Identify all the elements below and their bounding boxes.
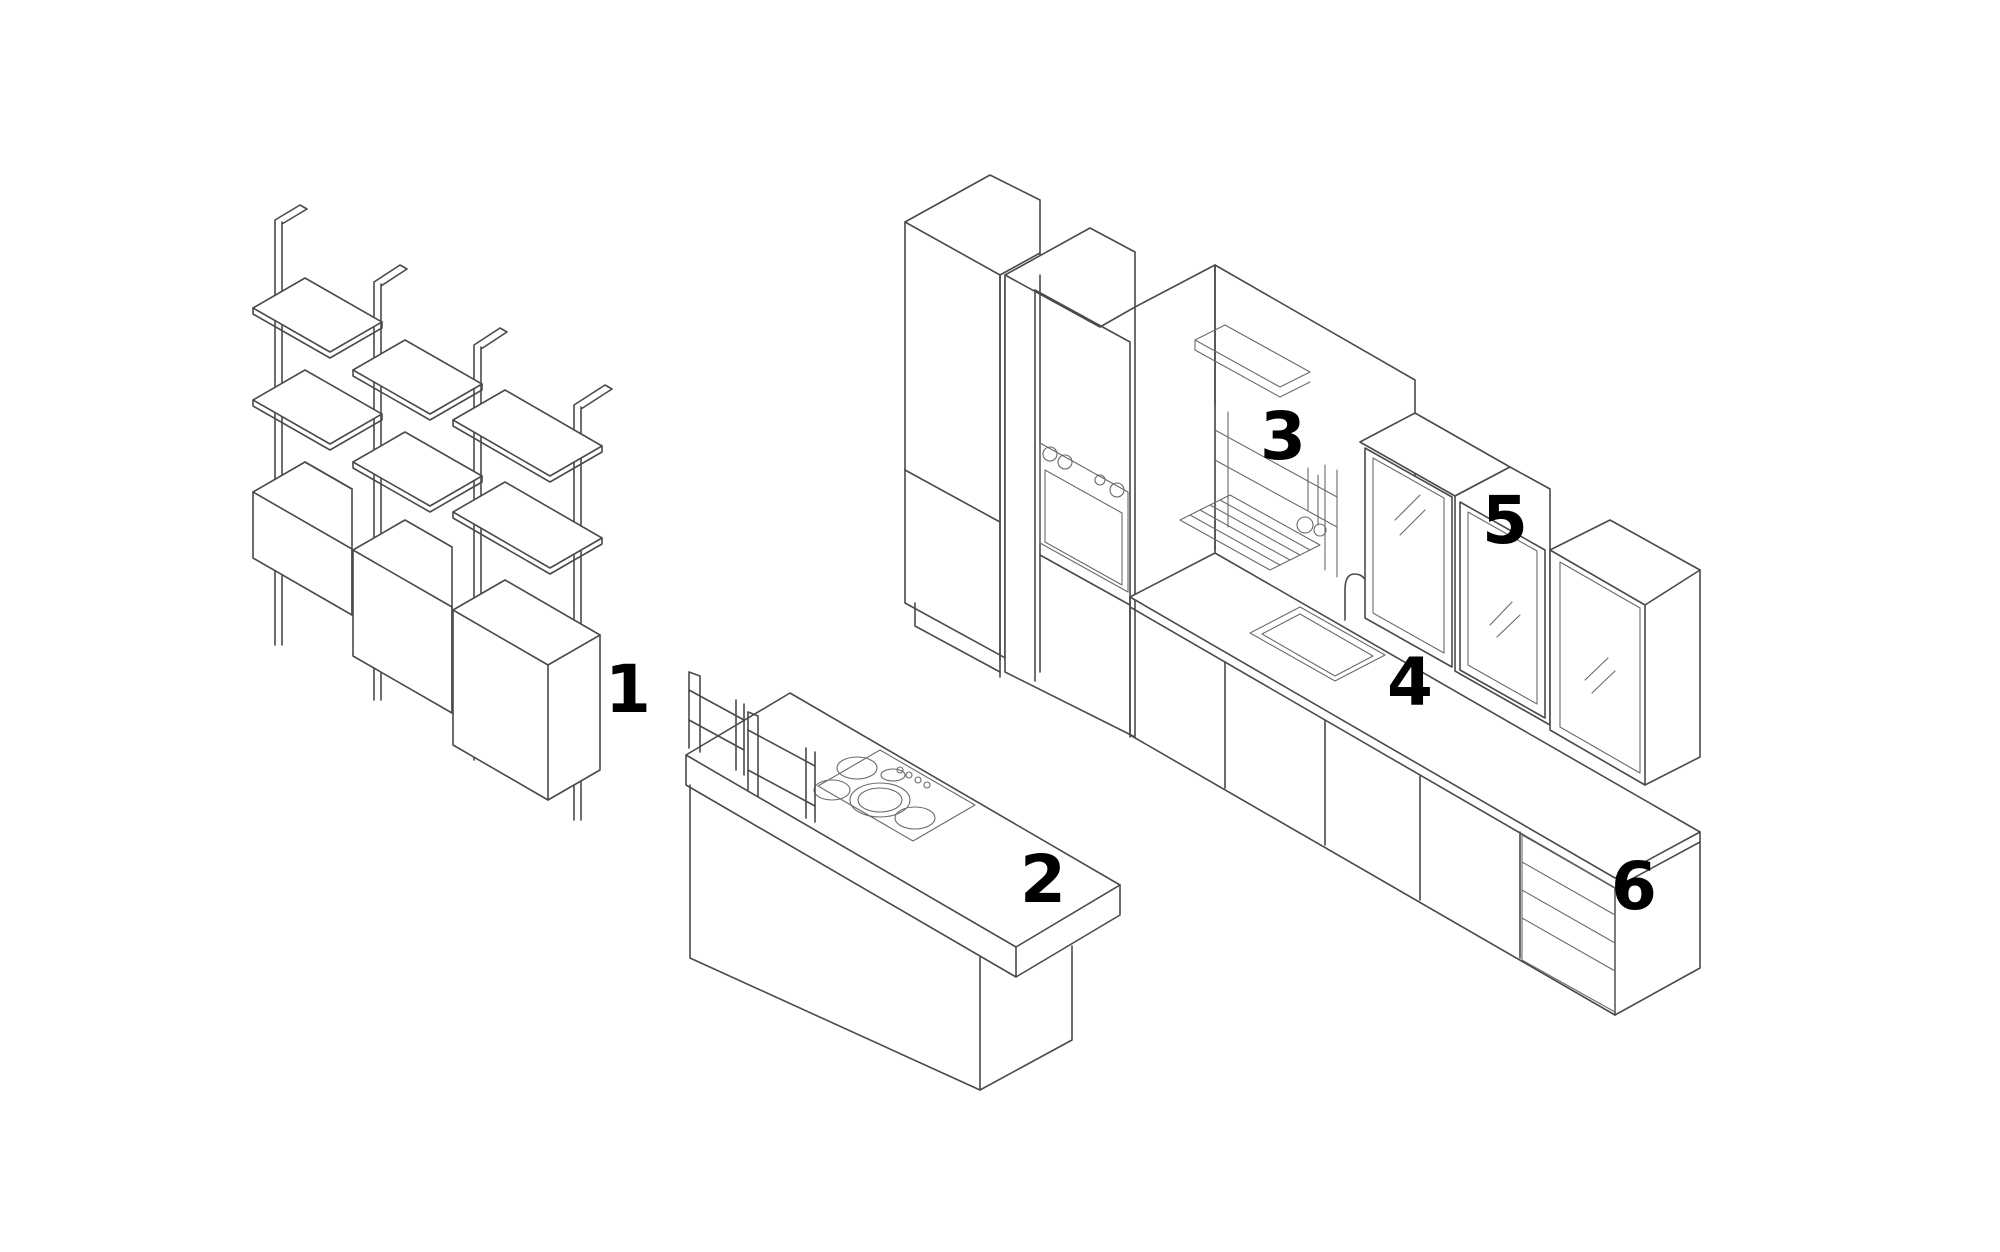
callout-number-3: 3 xyxy=(1260,398,1306,475)
callout-number-1: 1 xyxy=(605,651,651,728)
callout-number-6: 6 xyxy=(1611,848,1657,925)
shelving-unit xyxy=(252,204,613,821)
callout-number-4: 4 xyxy=(1387,644,1433,721)
wall-kitchen xyxy=(904,174,1701,1016)
kitchen-island xyxy=(685,671,1121,1091)
callout-number-5: 5 xyxy=(1482,482,1528,559)
callout-number-2: 2 xyxy=(1020,841,1066,918)
